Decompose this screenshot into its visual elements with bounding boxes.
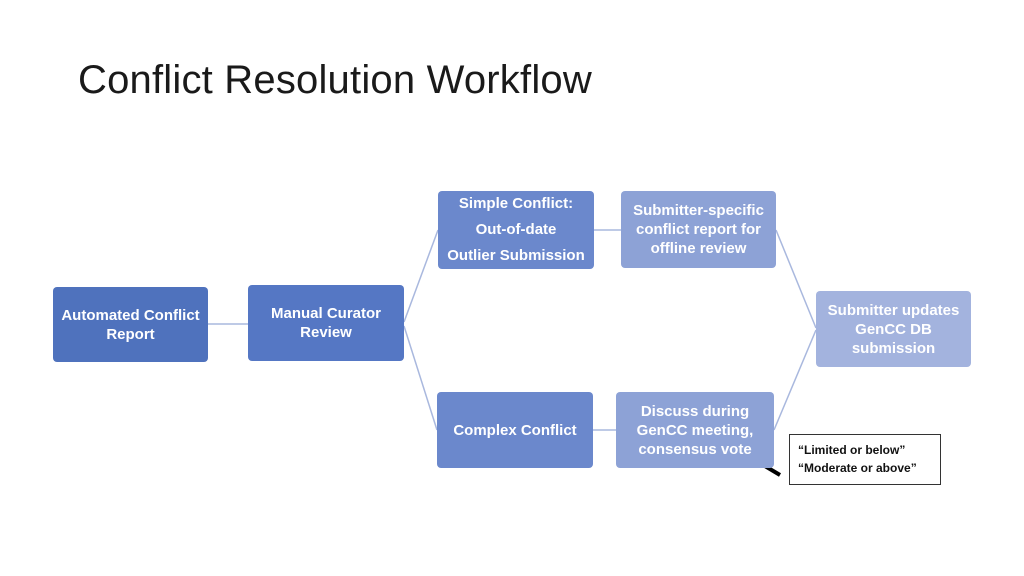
connector-discuss-to-updates <box>773 329 817 431</box>
node-line: Automated Conflict <box>61 306 200 324</box>
node-line: Manual Curator <box>270 305 381 322</box>
node-line: consensus vote <box>638 440 752 458</box>
node-line: Discuss during <box>640 402 750 420</box>
complex-conflict-node: Complex Conflict <box>437 392 593 468</box>
node-line: submission <box>851 339 936 357</box>
node-line: offline review <box>650 240 747 257</box>
callout-line: “Limited or below” <box>798 443 906 457</box>
node-line: Simple Conflict: <box>458 195 574 212</box>
node-line: GenCC meeting, <box>636 421 754 439</box>
slide-title: Conflict Resolution Workflow <box>78 58 592 102</box>
discuss-meeting-node: Discuss during GenCC meeting, consensus … <box>616 392 774 468</box>
node-line: Report <box>106 325 155 343</box>
automated-conflict-report-node: Automated Conflict Report <box>53 287 208 362</box>
connector-manual-to-complex <box>403 325 438 431</box>
node-line: Out-of-date <box>475 221 557 238</box>
connector-report-to-updates <box>775 229 817 329</box>
vote-threshold-callout: “Limited or below” “Moderate or above” <box>789 434 941 485</box>
simple-conflict-node: Simple Conflict: Out-of-date Outlier Sub… <box>438 191 594 269</box>
callout-line: “Moderate or above” <box>798 461 917 475</box>
node-line: Review <box>300 324 352 341</box>
submitter-report-node: Submitter-specific conflict report for o… <box>621 191 776 268</box>
submitter-updates-node: Submitter updates GenCC DB submission <box>816 291 971 367</box>
node-line: conflict report for <box>635 221 761 238</box>
node-line: Outlier Submission <box>447 247 585 264</box>
node-line: Submitter updates <box>827 301 960 319</box>
node-line: Submitter-specific <box>633 202 764 219</box>
connector-manual-to-simple <box>403 229 439 323</box>
node-line: Complex Conflict <box>453 421 577 439</box>
manual-curator-review-node: Manual Curator Review <box>248 285 404 361</box>
node-line: GenCC DB <box>855 320 932 338</box>
